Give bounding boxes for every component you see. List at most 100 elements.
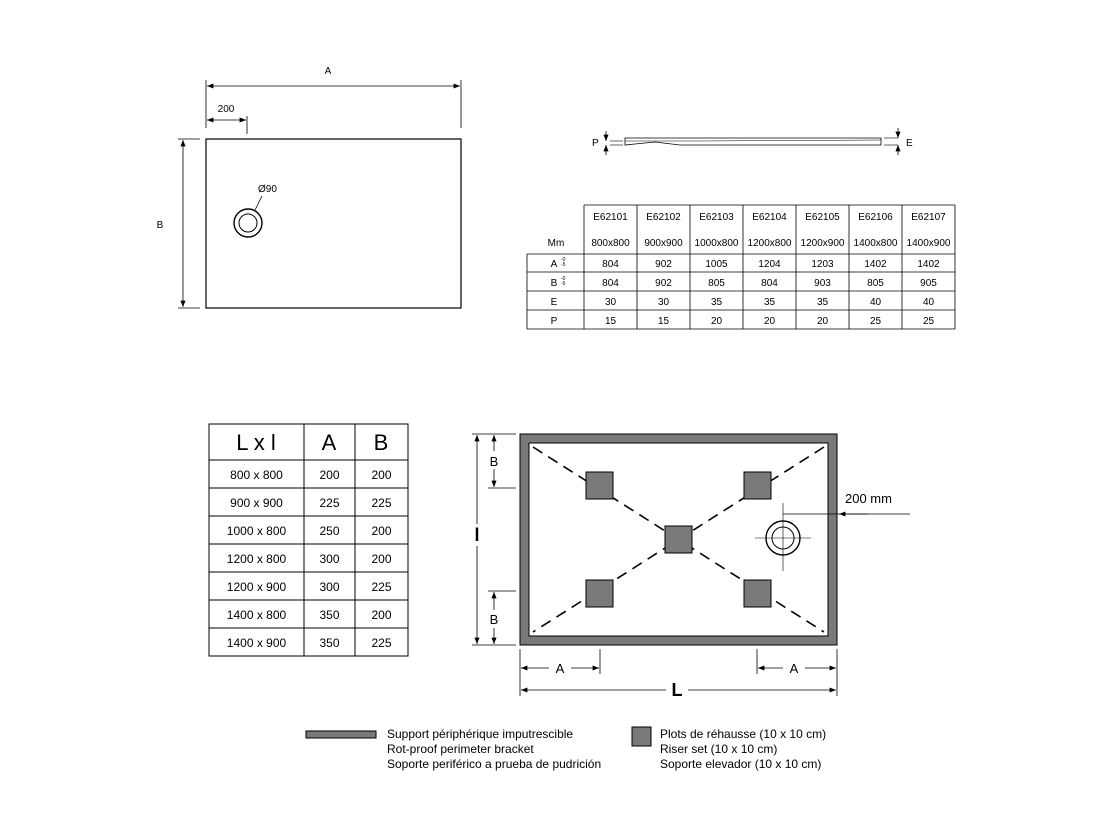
spec-value-cell: 35 [817, 297, 829, 308]
spec-unit-label: Mm [548, 238, 565, 249]
legend-riser-fr: Plots de réhausse (10 x 10 cm) [660, 727, 826, 741]
spec-row-tolerance-top: -0 [561, 257, 566, 263]
plan-drain-icon [755, 503, 811, 571]
size-cell-a: 350 [319, 608, 339, 622]
spec-value-cell: 1203 [811, 259, 834, 270]
spec-value-cell: 1402 [864, 259, 887, 270]
spec-size-cell: 1400x800 [854, 238, 898, 249]
spec-size-cell: 1200x900 [801, 238, 845, 249]
size-cell-b: 200 [371, 552, 391, 566]
spec-value-cell: 30 [605, 297, 617, 308]
size-cell-dimensions: 1400 x 900 [227, 636, 287, 650]
size-cell-a: 225 [319, 496, 339, 510]
size-header-a: A [322, 430, 337, 455]
size-cell-dimensions: 1000 x 800 [227, 524, 287, 538]
size-table-rows: 800 x 800 200 200 900 x 900 225 225 1000 x 800… [227, 468, 392, 650]
spec-value-cell: 25 [923, 316, 935, 327]
profile-label-p: P [592, 138, 599, 149]
size-cell-b: 225 [371, 496, 391, 510]
spec-size-cell: 1000x800 [695, 238, 739, 249]
dim-label-a: A [325, 66, 332, 77]
tray-outline [205, 138, 462, 309]
plan-label-a-left: A [556, 661, 565, 676]
spec-value-cell: 20 [817, 316, 829, 327]
spec-value-cell: 40 [870, 297, 882, 308]
spec-code-row: E62101 E62102 E62103 E62104 E62105 E62106 E621… [593, 212, 946, 223]
spec-row-label: A [551, 259, 558, 270]
spec-row-tolerance-bottom: -5 [561, 281, 566, 287]
dim-label-200: 200 [218, 104, 235, 115]
size-cell-b: 200 [371, 524, 391, 538]
size-cell-b: 225 [371, 580, 391, 594]
riser-bottom-left [585, 579, 614, 608]
size-cell-a: 300 [319, 580, 339, 594]
size-cell-dimensions: 900 x 900 [230, 496, 283, 510]
drain-diameter-label: Ø90 [258, 184, 277, 195]
spec-value-cell: 1402 [917, 259, 940, 270]
spec-code-cell: E62101 [593, 212, 628, 223]
spec-row-label: P [551, 316, 558, 327]
size-cell-dimensions: 1200 x 900 [227, 580, 287, 594]
legend-bracket-es: Soporte periférico a prueba de pudrición [387, 757, 601, 771]
plan-label-length: L [672, 680, 683, 700]
riser-bottom-right [743, 579, 772, 608]
spec-value-cell: 25 [870, 316, 882, 327]
size-header-lxl: L x l [236, 430, 276, 455]
spec-size-cell: 800x800 [591, 238, 630, 249]
spec-value-cell: 804 [761, 278, 778, 289]
spec-code-cell: E62104 [752, 212, 787, 223]
top-plan-view: A 200 B Ø90 [157, 66, 462, 309]
spec-value-cell: 804 [602, 259, 619, 270]
size-cell-a: 300 [319, 552, 339, 566]
spec-row-label: E [551, 297, 558, 308]
size-cell-a: 200 [319, 468, 339, 482]
legend-bracket-swatch [305, 730, 377, 739]
size-cell-a: 250 [319, 524, 339, 538]
spec-value-cell: 35 [711, 297, 723, 308]
legend-riser-es: Soporte elevador (10 x 10 cm) [660, 757, 821, 771]
spec-value-cell: 30 [658, 297, 670, 308]
spec-code-cell: E62103 [699, 212, 734, 223]
riser-top-left [585, 471, 614, 500]
spec-value-cell: 35 [764, 297, 776, 308]
legend-bracket-en: Rot-proof perimeter bracket [387, 742, 534, 756]
profile-view: P E [592, 128, 913, 155]
spec-value-cell: 902 [655, 259, 672, 270]
spec-value-cell: 805 [708, 278, 725, 289]
spec-code-cell: E62105 [805, 212, 840, 223]
spec-value-cell: 804 [602, 278, 619, 289]
plan-label-b-top: B [490, 454, 499, 469]
spec-value-cell: 805 [867, 278, 884, 289]
dim-label-b: B [157, 220, 164, 231]
size-cell-b: 200 [371, 608, 391, 622]
spec-value-cell: 1005 [705, 259, 728, 270]
plan-label-b-bottom: B [490, 612, 499, 627]
drain-icon [233, 208, 263, 238]
legend-bracket-fr: Support périphérique imputrescible [387, 727, 573, 741]
spec-value-cell: 903 [814, 278, 831, 289]
spec-code-cell: E62107 [911, 212, 946, 223]
size-cell-dimensions: 800 x 800 [230, 468, 283, 482]
spec-value-cell: 1204 [758, 259, 781, 270]
spec-value-cell: 20 [711, 316, 723, 327]
spec-code-cell: E62102 [646, 212, 681, 223]
spec-value-cell: 905 [920, 278, 937, 289]
profile-outline [624, 137, 882, 146]
spec-value-cell: 902 [655, 278, 672, 289]
spec-row-tolerance-bottom: -5 [561, 262, 566, 268]
size-cell-b: 225 [371, 636, 391, 650]
plan-label-200mm: 200 mm [845, 491, 892, 506]
riser-top-right [743, 471, 772, 500]
riser-center [664, 525, 693, 554]
spec-size-cell: 1200x800 [748, 238, 792, 249]
spec-value-cell: 15 [605, 316, 617, 327]
size-header-b: B [374, 430, 389, 455]
size-cell-b: 200 [371, 468, 391, 482]
plan-label-a-right: A [790, 661, 799, 676]
spec-code-cell: E62106 [858, 212, 893, 223]
legend-riser-swatch [631, 726, 652, 747]
spec-value-cell: 40 [923, 297, 935, 308]
